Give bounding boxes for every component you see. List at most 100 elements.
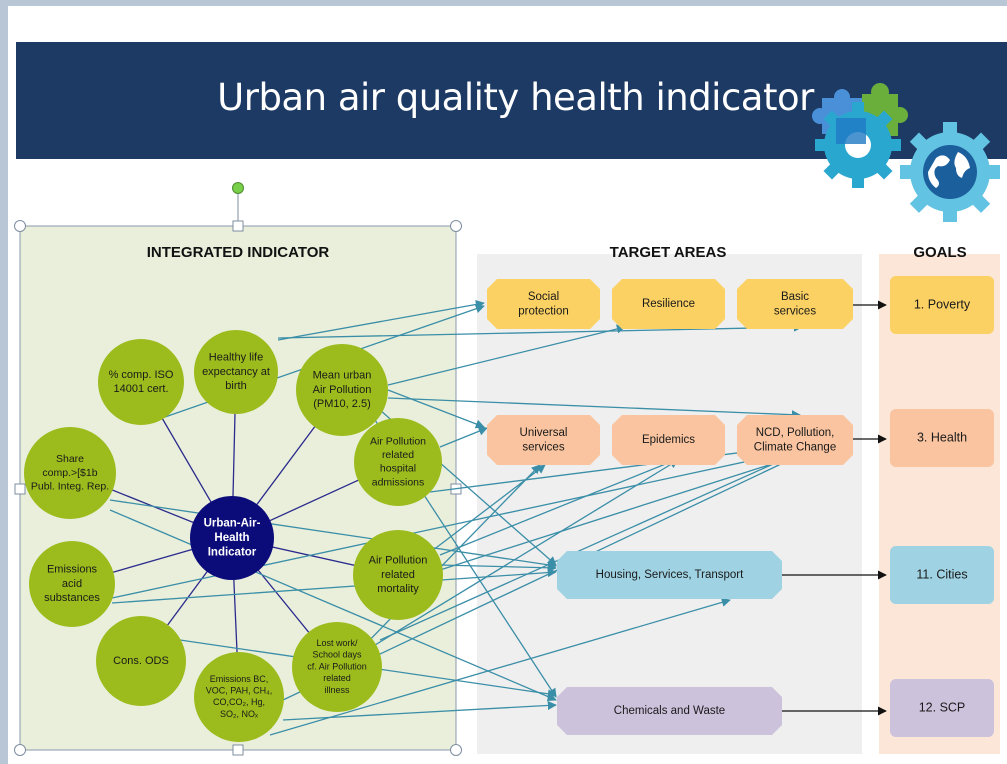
- indicator-label: admissions: [372, 476, 425, 488]
- target-area-housing: Housing, Services, Transport: [557, 551, 782, 599]
- connector-arrow: [387, 389, 485, 429]
- target-area-basic-services: Basic services: [737, 279, 853, 329]
- connector-arrow: [387, 324, 626, 386]
- connector-arrow: [269, 597, 731, 736]
- gear-globe-icon: [900, 122, 1000, 222]
- target-area-label: services: [774, 305, 816, 317]
- target-area-shape: [612, 279, 725, 329]
- indicator-label: Cons. ODS: [113, 655, 169, 667]
- indicator-node-emissions-bc: Emissions BC,VOC, PAH, CH₄,CO,CO₂, Hg,SO…: [194, 652, 284, 742]
- indicator-label: substances: [44, 592, 100, 604]
- slide-title: Urban air quality health indicator: [217, 76, 814, 119]
- connector-arrow: [374, 459, 679, 646]
- target-area-chemicals: Chemicals and Waste: [557, 687, 782, 735]
- goal-scp: 12. SCP: [890, 679, 994, 737]
- indicator-label: mortality: [377, 583, 419, 595]
- indicator-label: VOC, PAH, CH₄,: [206, 686, 273, 696]
- indicator-label: Air Pollution: [369, 555, 428, 567]
- connector-arrow: [439, 453, 801, 571]
- connector-arrow: [439, 457, 679, 556]
- connector-arrow: [439, 426, 488, 448]
- goals-header: GOALS: [913, 244, 966, 261]
- indicator-label: hospital: [380, 463, 416, 475]
- indicator-label: Air Pollution: [313, 384, 372, 396]
- connector-arrow: [111, 568, 557, 604]
- connector-arrow: [387, 397, 801, 420]
- connector-arrow: [439, 563, 557, 573]
- indicator-label: Emissions BC,: [210, 674, 269, 684]
- goal-label: 11. Cities: [916, 567, 967, 581]
- indicator-circle: [96, 616, 186, 706]
- integrated-indicator-header: INTEGRATED INDICATOR: [147, 244, 330, 261]
- indicator-label: % comp. ISO: [109, 369, 174, 381]
- target-area-universal-services: Universal services: [487, 415, 600, 465]
- target-areas-panel: [477, 254, 862, 754]
- target-area-shape: [737, 279, 853, 329]
- goal-label: 1. Poverty: [914, 297, 971, 311]
- indicator-circle: [194, 330, 278, 414]
- indicator-node-healthy-life: Healthy life expectancy at birth: [194, 330, 278, 414]
- indicator-label: Healthy life: [209, 352, 263, 364]
- indicator-label: School days: [312, 650, 362, 660]
- indicator-label: related: [382, 449, 414, 461]
- target-area-label: Universal: [520, 427, 568, 439]
- center-circle: [190, 496, 274, 580]
- indicator-circle: [353, 530, 443, 620]
- target-area-label: Chemicals and Waste: [614, 705, 725, 717]
- connector-arrow: [277, 299, 485, 341]
- goal-box: [890, 546, 994, 604]
- target-area-label: Social: [528, 291, 559, 303]
- target-area-label: Housing, Services, Transport: [596, 569, 744, 581]
- goal-poverty: 1. Poverty: [890, 276, 994, 334]
- gear-icon: [815, 102, 901, 188]
- connector-arrow: [109, 499, 557, 570]
- indicator-label: related: [381, 569, 415, 581]
- indicator-circle: [24, 427, 116, 519]
- target-area-shape: [557, 551, 782, 599]
- indicator-circle: [296, 344, 388, 436]
- goal-label: 12. SCP: [919, 700, 966, 714]
- goal-health: 3. Health: [890, 409, 994, 467]
- indicator-label: Emissions: [47, 564, 98, 576]
- indicator-circle: [98, 339, 184, 425]
- goal-box: [890, 276, 994, 334]
- target-area-label: Basic: [781, 291, 809, 303]
- target-areas-header: TARGET AREAS: [610, 244, 727, 261]
- target-area-epidemics: Epidemics: [612, 415, 725, 465]
- target-area-label: services: [522, 441, 564, 453]
- indicator-label: Publ. Integ. Rep.: [31, 480, 109, 492]
- target-area-shape: [557, 687, 782, 735]
- target-area-shape: [612, 415, 725, 465]
- connector-arrow: [109, 509, 557, 701]
- goal-label: 3. Health: [917, 430, 967, 444]
- target-area-label: protection: [518, 305, 569, 317]
- connector-arrow: [379, 451, 801, 641]
- indicator-circle: [194, 652, 284, 742]
- target-area-label: Climate Change: [754, 441, 836, 453]
- goal-cities: 11. Cities: [890, 546, 994, 604]
- goal-box: [890, 679, 994, 737]
- center-label: Urban-Air-: [204, 518, 261, 530]
- target-area-shape: [487, 279, 600, 329]
- indicator-label: cf. Air Pollution: [307, 661, 367, 671]
- indicator-label: comp.>[$1b: [42, 467, 97, 479]
- indicator-label: Lost work/: [316, 638, 358, 648]
- indicator-circle: [29, 541, 115, 627]
- target-area-shape: [487, 415, 600, 465]
- indicator-node-emissions-acid: Emissions acid substances: [29, 541, 115, 627]
- indicator-circle: [354, 418, 442, 506]
- indicator-label: birth: [225, 380, 246, 392]
- indicator-label: expectancy at: [202, 366, 270, 378]
- indicator-label: acid: [62, 578, 82, 590]
- center-label: Indicator: [208, 547, 257, 559]
- indicator-circle: [292, 622, 382, 712]
- indicator-label: illness: [324, 685, 350, 695]
- center-label: Health: [214, 532, 249, 544]
- target-area-label: NCD, Pollution,: [756, 427, 835, 439]
